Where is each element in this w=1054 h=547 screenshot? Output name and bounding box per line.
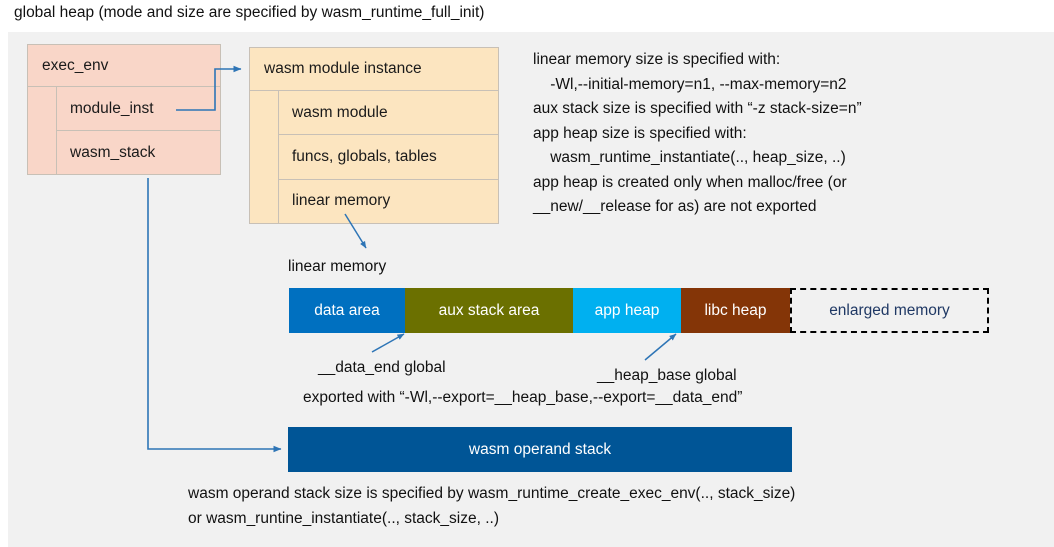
exec-env-field-wasm-stack: wasm_stack xyxy=(57,131,221,175)
wasm-module-instance-gutter xyxy=(249,91,279,224)
field-wasm-module: wasm module xyxy=(279,91,499,136)
wasm-module-instance-rows: wasm module funcs, globals, tables linea… xyxy=(279,91,499,224)
exec-env-body: module_inst wasm_stack xyxy=(27,87,221,175)
linear-memory-caption: linear memory xyxy=(288,258,387,275)
annotation-data-end: __data_end global xyxy=(318,359,446,376)
exec-env-rows: module_inst wasm_stack xyxy=(57,87,221,175)
memory-segment-enlarged-memory: enlarged memory xyxy=(790,288,989,333)
wasm-operand-stack-box: wasm operand stack xyxy=(288,427,792,472)
exec-env-box: exec_env module_inst wasm_stack xyxy=(27,44,221,175)
page-title: global heap (mode and size are specified… xyxy=(14,4,485,21)
wasm-module-instance-body: wasm module funcs, globals, tables linea… xyxy=(249,91,499,224)
annotation-exported: exported with “-Wl,--export=__heap_base,… xyxy=(303,389,743,406)
wasm-module-instance-box: wasm module instance wasm module funcs, … xyxy=(249,47,499,224)
memory-segment-data-area: data area xyxy=(289,288,405,333)
exec-env-field-module-inst: module_inst xyxy=(57,87,221,131)
field-funcs-globals-tables: funcs, globals, tables xyxy=(279,135,499,180)
memory-segment-app-heap: app heap xyxy=(573,288,681,333)
linear-memory-notes: linear memory size is specified with: -W… xyxy=(533,51,862,215)
exec-env-gutter xyxy=(27,87,57,175)
operand-stack-notes: wasm operand stack size is specified by … xyxy=(188,485,796,527)
memory-segment-aux-stack-area: aux stack area xyxy=(405,288,573,333)
exec-env-header: exec_env xyxy=(27,44,221,87)
field-linear-memory: linear memory xyxy=(279,179,499,224)
memory-segment-libc-heap: libc heap xyxy=(681,288,790,333)
annotation-heap-base: __heap_base global xyxy=(597,367,737,384)
wasm-module-instance-header: wasm module instance xyxy=(249,47,499,91)
